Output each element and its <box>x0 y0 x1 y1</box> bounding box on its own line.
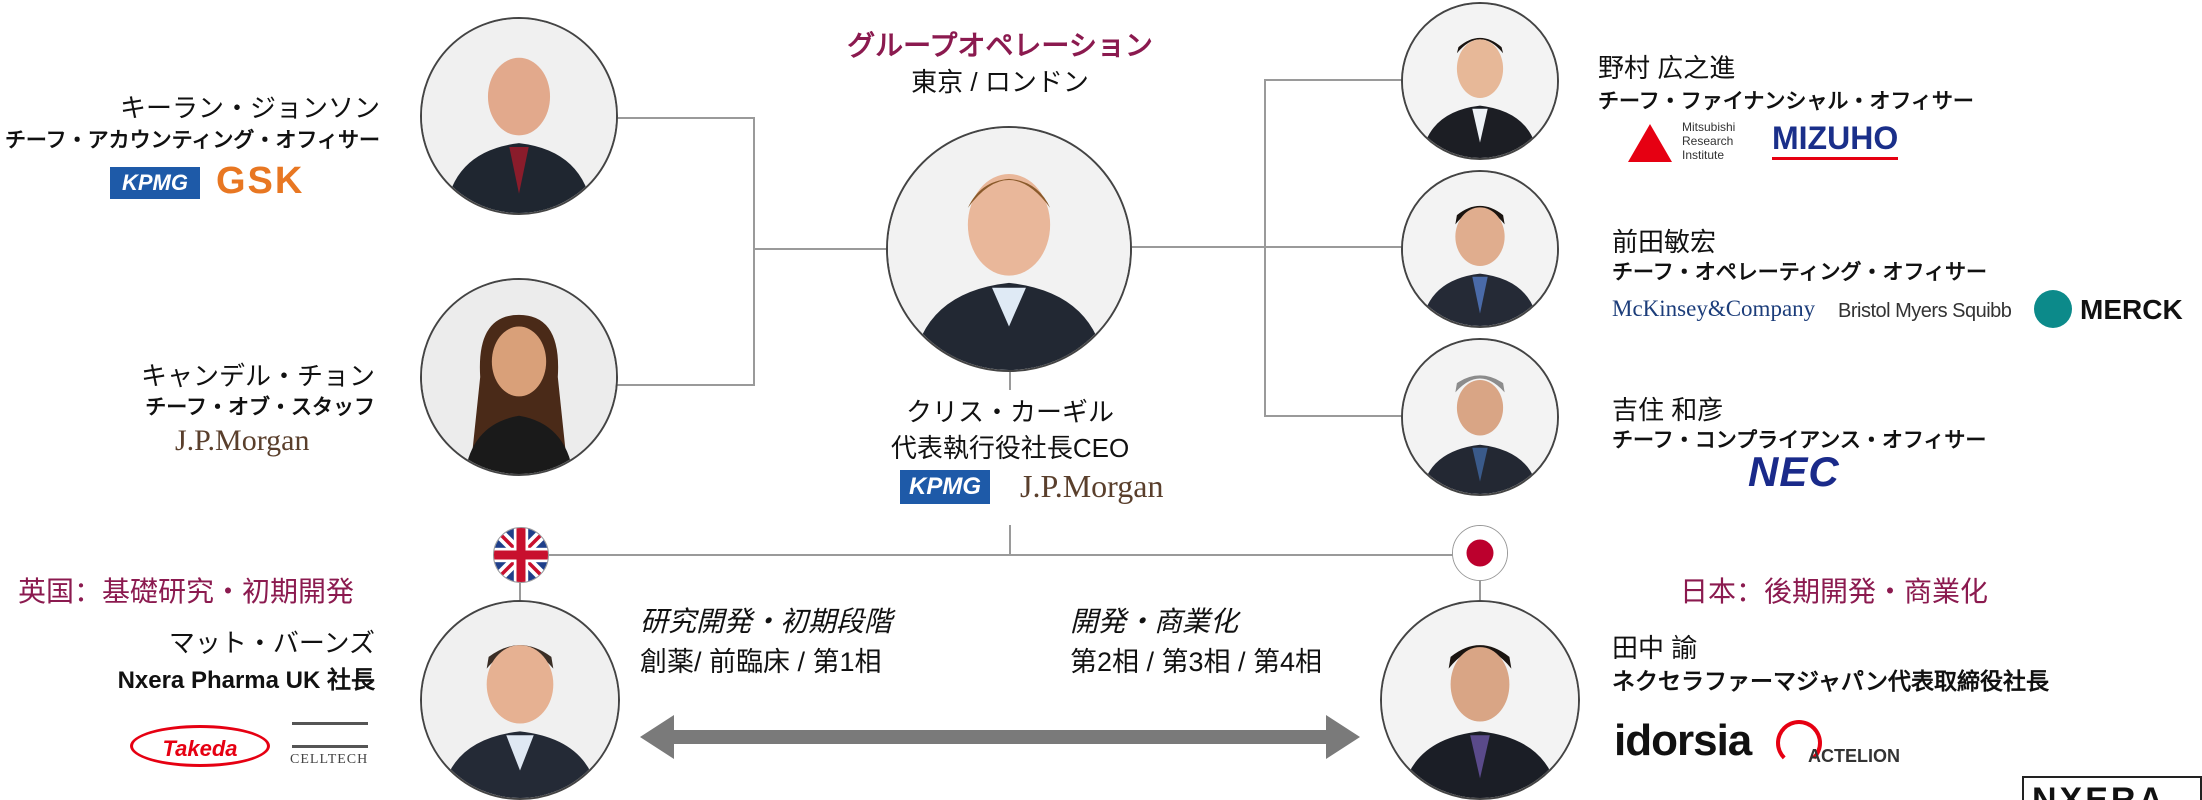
maeda-photo <box>1401 170 1559 328</box>
connector-ceo-to-right <box>1130 246 1265 248</box>
matt-name: マット・バーンズ <box>168 628 375 658</box>
uk-region-label: 英国：基礎研究・初期開発 <box>18 576 355 607</box>
maeda-title: チーフ・オペレーティング・オフィサー <box>1612 261 1988 284</box>
kieran-logo-kpmg: KPMG <box>110 167 200 199</box>
person-avatar-icon <box>422 19 616 213</box>
connector-left-top <box>615 117 755 119</box>
ceo-title: 代表執行役社長CEO <box>890 433 1130 463</box>
nomura-title: チーフ・ファイナンシャル・オフィサー <box>1598 90 1974 113</box>
japan-flag-icon <box>1452 525 1508 581</box>
tanaka-logo-actelion: ACTELION <box>1808 746 1900 766</box>
phase-right-detail: 第2相 / 第3相 / 第4相 <box>1070 647 1323 677</box>
connector-right-1 <box>1264 79 1404 81</box>
nxera-corner-logo: NXERA <box>2022 776 2202 800</box>
ceo-name: クリス・カーギル <box>905 397 1114 427</box>
person-avatar-icon <box>1403 340 1557 494</box>
matt-logo-celltech-icon <box>292 722 368 748</box>
kieran-logo-gsk: GSK <box>216 160 305 202</box>
person-avatar-icon <box>422 602 618 798</box>
matt-photo <box>420 600 620 800</box>
phase-left-detail: 創薬/ 前臨床 / 第1相 <box>640 647 882 677</box>
japan-region-label: 日本：後期開発・商業化 <box>1680 576 1989 607</box>
person-avatar-icon <box>1403 4 1557 158</box>
yoshizumi-photo <box>1401 338 1559 496</box>
nomura-logo-mri-icon <box>1628 124 1672 162</box>
maeda-logo-merck-icon <box>2034 290 2072 328</box>
maeda-logo-mckinsey: McKinsey&Company <box>1612 296 1816 321</box>
yoshizumi-name: 吉住 和彦 <box>1612 395 1724 425</box>
person-avatar-icon <box>422 280 616 474</box>
matt-logo-celltech: CELLTECH <box>290 752 369 767</box>
connector-uk-down <box>519 575 521 603</box>
tanaka-logo-idorsia: idorsia <box>1614 716 1752 765</box>
connector-right-vertical <box>1264 79 1266 417</box>
matt-title: Nxera Pharma UK 社長 <box>117 667 375 694</box>
connector-jp-down <box>1479 575 1481 603</box>
kieran-title: チーフ・アカウンティング・オフィサー <box>4 129 380 152</box>
kieran-photo <box>420 17 618 215</box>
person-avatar-icon <box>888 128 1130 370</box>
connector-ceo-down <box>1009 368 1011 390</box>
connector-bottom-vertical <box>1009 525 1011 555</box>
phase-right-heading: 開発・商業化 <box>1070 606 1239 637</box>
nomura-name: 野村 広之進 <box>1598 53 1736 83</box>
nomura-logo-mri: Mitsubishi Research Institute <box>1682 120 1736 162</box>
phase-left-heading: 研究開発・初期段階 <box>640 606 893 637</box>
ceo-logo-jpmorgan: J.P.Morgan <box>1020 468 1164 504</box>
person-avatar-icon <box>1382 602 1578 798</box>
candel-title: チーフ・オブ・スタッフ <box>145 396 375 419</box>
ceo-logo-kpmg: KPMG <box>900 470 990 504</box>
uk-flag-icon <box>493 527 549 583</box>
location-label: 東京 / ロンドン <box>911 67 1089 97</box>
nomura-photo <box>1401 2 1559 160</box>
tanaka-title: ネクセラファーマジャパン代表取締役社長 <box>1612 668 2049 694</box>
person-avatar-icon <box>1403 172 1557 326</box>
nomura-logo-mizuho: MIZUHO <box>1772 120 1899 160</box>
double-arrow-icon <box>640 715 1360 759</box>
connector-right-3 <box>1264 415 1404 417</box>
candel-photo <box>420 278 618 476</box>
maeda-name: 前田敏宏 <box>1612 227 1717 257</box>
yoshizumi-title: チーフ・コンプライアンス・オフィサー <box>1612 429 1987 452</box>
connector-left-to-ceo <box>753 248 888 250</box>
group-operations-heading: グループオペレーション <box>847 30 1153 61</box>
matt-logo-takeda: Takeda <box>130 725 270 767</box>
connector-bottom-horizontal <box>520 554 1480 556</box>
maeda-logo-merck: MERCK <box>2080 294 2183 325</box>
tanaka-name: 田中 諭 <box>1612 633 1698 663</box>
ceo-photo <box>886 126 1132 372</box>
tanaka-photo <box>1380 600 1580 800</box>
maeda-logo-bms: Bristol Myers Squibb <box>1838 300 2012 322</box>
kieran-name: キーラン・ジョンソン <box>119 93 380 123</box>
candel-logo-jpmorgan: J.P.Morgan <box>175 424 310 457</box>
connector-left-bottom <box>615 384 755 386</box>
connector-left-vertical <box>753 117 755 386</box>
connector-right-2 <box>1264 246 1404 248</box>
yoshizumi-logo-nec: NEC <box>1748 448 1840 495</box>
candel-name: キャンデル・チョン <box>140 361 375 391</box>
tanaka-logo-actelion-icon <box>1776 720 1822 766</box>
